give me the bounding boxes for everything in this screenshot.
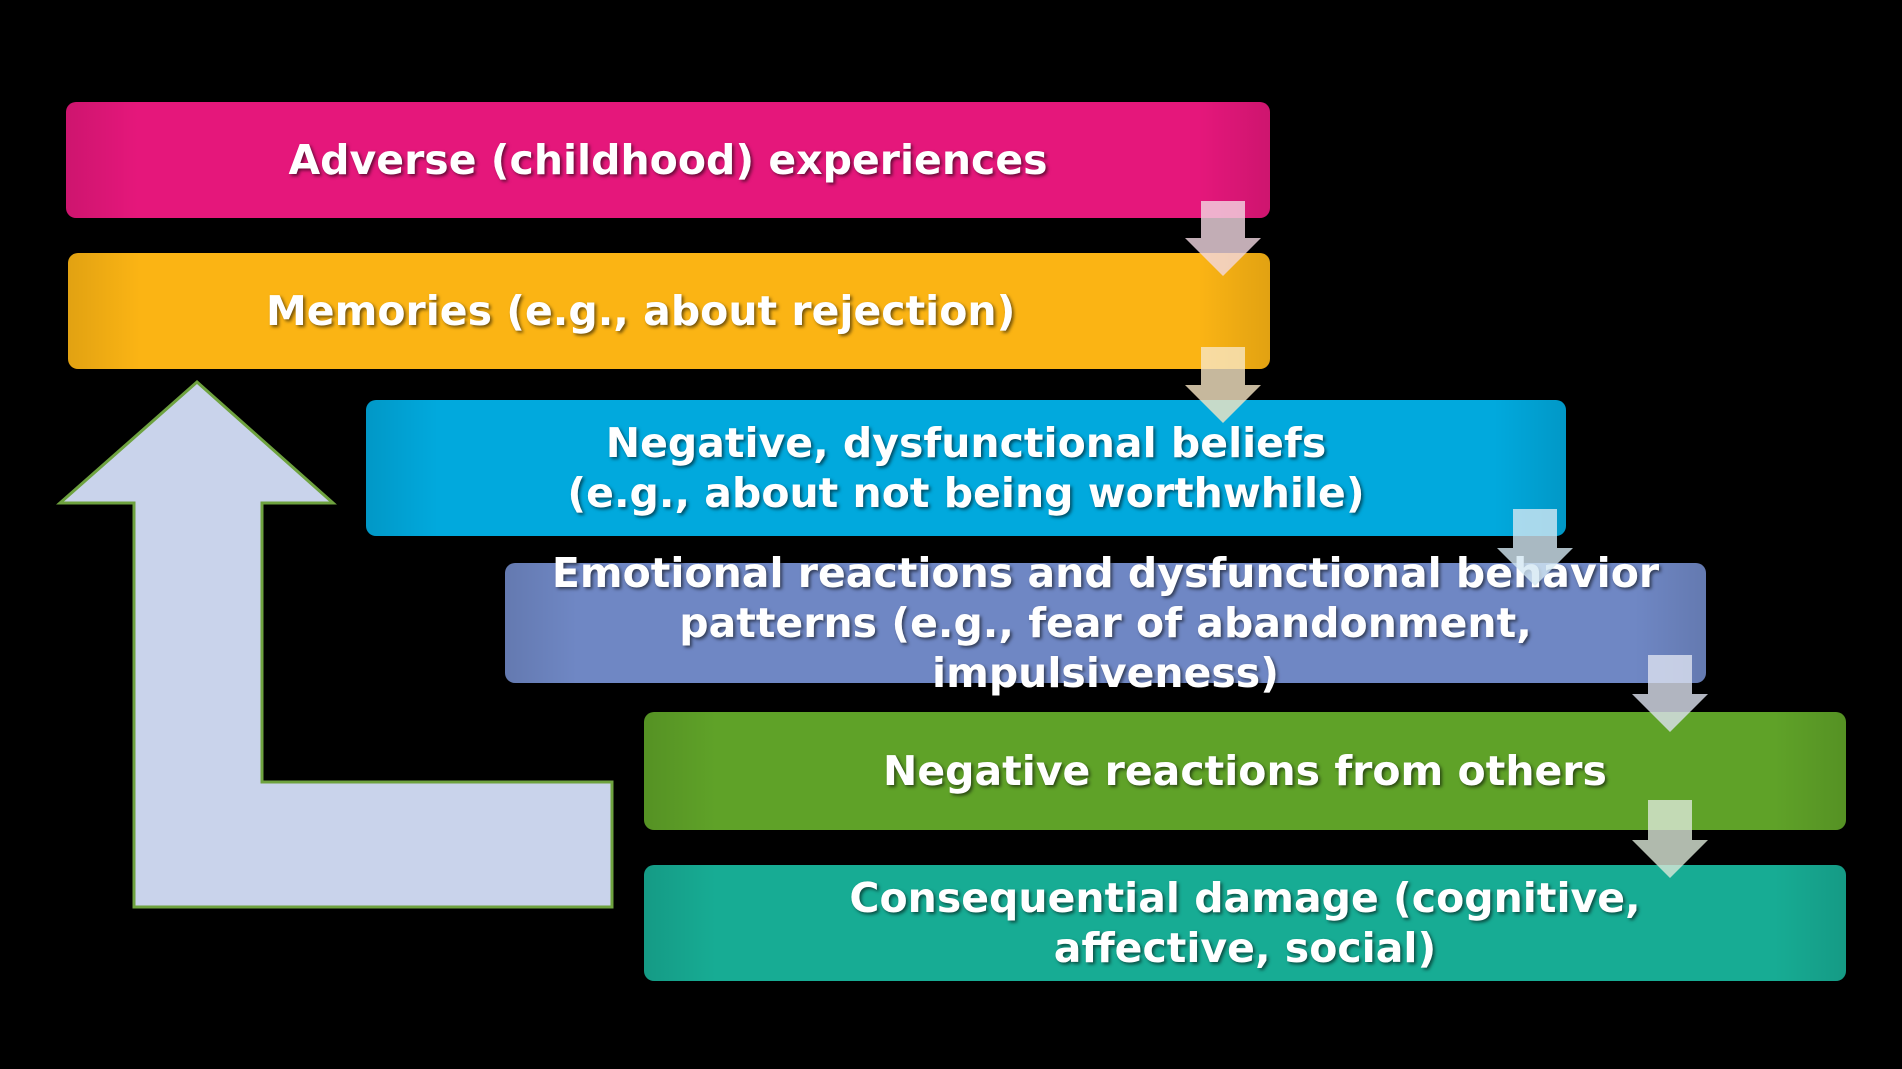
step-consequential-damage-line-1: Consequential damage (cognitive,: [849, 873, 1641, 922]
step-emotional-reactions: Emotional reactions and dysfunctional be…: [505, 549, 1706, 697]
step-negative-beliefs-line-2: (e.g., about not being worthwhile): [567, 469, 1365, 517]
step-consequential-damage-line-2: affective, social): [1053, 924, 1437, 972]
step-emotional-reactions-line-1: Emotional reactions and dysfunctional be…: [551, 548, 1660, 597]
step-memories: Memories (e.g., about rejection): [68, 253, 1270, 369]
step-negative-beliefs: Negative, dysfunctional beliefs (e.g., a…: [366, 400, 1566, 536]
step-memories-line-1: Memories (e.g., about rejection): [266, 286, 1016, 335]
step-negative-reactions-line-1: Negative reactions from others: [883, 746, 1607, 795]
step-negative-beliefs-line-1: Negative, dysfunctional beliefs: [605, 418, 1327, 467]
step-adverse-experiences: Adverse (childhood) experiences: [66, 102, 1270, 218]
step-adverse-experiences-line-1: Adverse (childhood) experiences: [288, 135, 1048, 184]
step-consequential-damage: Consequential damage (cognitive, affecti…: [644, 865, 1846, 981]
step-emotional-reactions-line-2: patterns (e.g., fear of abandonment, imp…: [679, 599, 1532, 698]
step-negative-reactions: Negative reactions from others: [644, 712, 1846, 830]
